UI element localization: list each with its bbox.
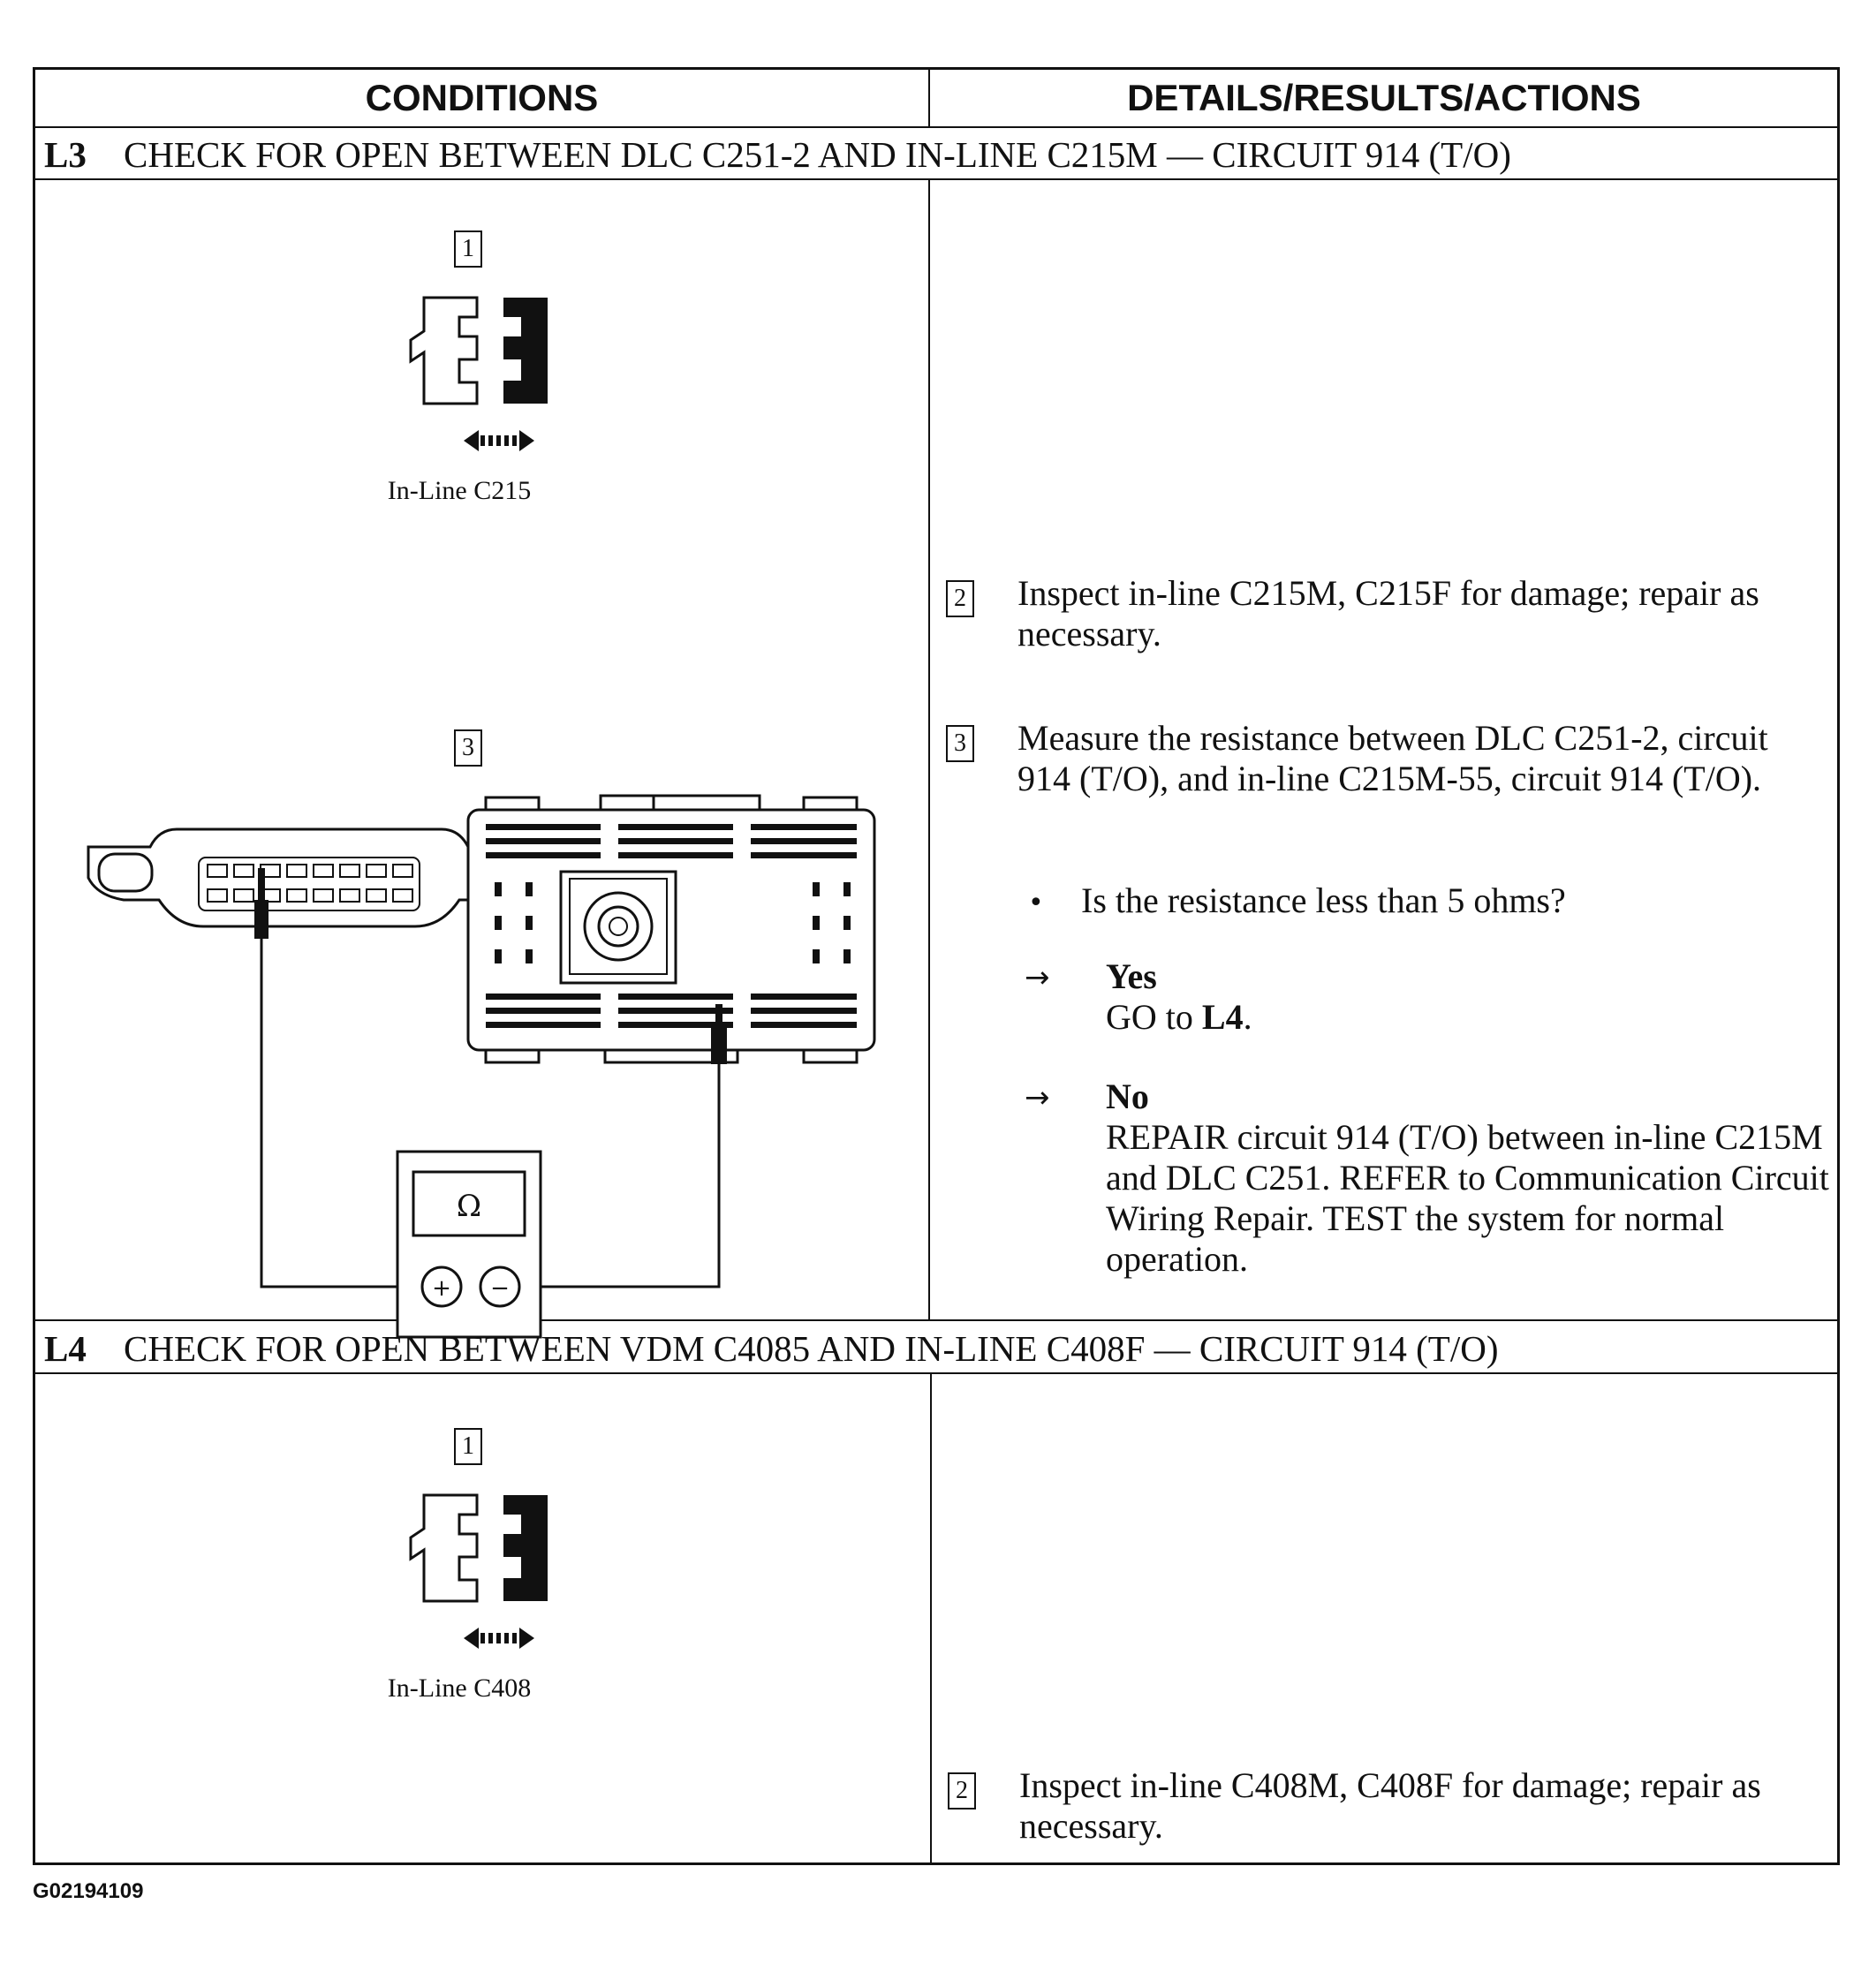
l3-step-id: L3 bbox=[44, 134, 87, 175]
l3-yes-label: Yes bbox=[1106, 956, 1157, 996]
l3-column-divider bbox=[928, 180, 930, 1319]
l3-yes-action-end: . bbox=[1243, 997, 1252, 1037]
resistance-test-diagram: Ω + − bbox=[87, 794, 876, 1339]
inline-connector-icon bbox=[409, 1493, 548, 1649]
l4-step-id: L4 bbox=[44, 1328, 87, 1369]
l3-yes-action: GO to L4. bbox=[1106, 997, 1252, 1038]
ohm-symbol: Ω bbox=[457, 1189, 481, 1224]
l4-step-title: CHECK FOR OPEN BETWEEN VDM C4085 AND IN-… bbox=[124, 1328, 1499, 1369]
l4-title-row: L4 CHECK FOR OPEN BETWEEN VDM C4085 AND I… bbox=[44, 1327, 1498, 1370]
bullet-icon: • bbox=[1028, 888, 1044, 918]
l3-step2-number: 2 bbox=[946, 580, 974, 617]
l3-title-row: L3 CHECK FOR OPEN BETWEEN DLC C251-2 AND … bbox=[44, 133, 1511, 176]
l3-step2-text: Inspect in-line C215M, C215F for damage;… bbox=[1017, 573, 1759, 654]
l4-title-divider bbox=[35, 1372, 1837, 1374]
right-arrow-icon: → bbox=[1025, 1080, 1050, 1115]
ohmmeter-icon: Ω + − bbox=[396, 1150, 542, 1339]
l4-column-divider bbox=[930, 1374, 932, 1865]
l3-step3-number: 3 bbox=[946, 725, 974, 762]
details-header: DETAILS/RESULTS/ACTIONS bbox=[1127, 77, 1641, 118]
wire-positive bbox=[260, 939, 397, 1288]
l4-figure1-number: 1 bbox=[454, 1428, 482, 1465]
l3-yes-action-text: GO to bbox=[1106, 997, 1202, 1037]
inline-connector-icon bbox=[409, 296, 548, 451]
l3-no-action: REPAIR circuit 914 (T/O) between in-line… bbox=[1106, 1117, 1829, 1279]
l3-bottom-divider bbox=[35, 1319, 1837, 1321]
l3-figure3-number: 3 bbox=[454, 729, 482, 767]
minus-terminal-label: − bbox=[490, 1275, 510, 1302]
l3-step-title: CHECK FOR OPEN BETWEEN DLC C251-2 AND IN… bbox=[124, 134, 1511, 175]
l3-yes-target: L4 bbox=[1201, 997, 1244, 1037]
plus-terminal-label: + bbox=[432, 1275, 451, 1302]
figure-code: G02194109 bbox=[33, 1879, 144, 1903]
wire-negative bbox=[528, 1064, 721, 1288]
l4-figure1-caption: In-Line C408 bbox=[387, 1674, 532, 1703]
l3-figure1-number: 1 bbox=[454, 230, 482, 268]
table-header: CONDITIONS DETAILS/RESULTS/ACTIONS bbox=[35, 70, 1837, 128]
l3-title-divider bbox=[35, 178, 1837, 180]
conditions-header: CONDITIONS bbox=[365, 77, 599, 118]
dlc-connector-icon bbox=[87, 827, 532, 939]
right-arrow-icon: → bbox=[1025, 960, 1050, 995]
l4-step2-text: Inspect in-line C408M, C408F for damage;… bbox=[1019, 1765, 1761, 1846]
l3-no-label: No bbox=[1106, 1077, 1149, 1116]
l3-step3-text: Measure the resistance between DLC C251-… bbox=[1017, 718, 1768, 798]
l4-step2-number: 2 bbox=[948, 1772, 976, 1810]
header-divider bbox=[928, 70, 930, 126]
c215-connector-icon bbox=[466, 794, 876, 1064]
l3-step3-question: Is the resistance less than 5 ohms? bbox=[1081, 880, 1566, 920]
l3-figure1-caption: In-Line C215 bbox=[387, 476, 532, 505]
